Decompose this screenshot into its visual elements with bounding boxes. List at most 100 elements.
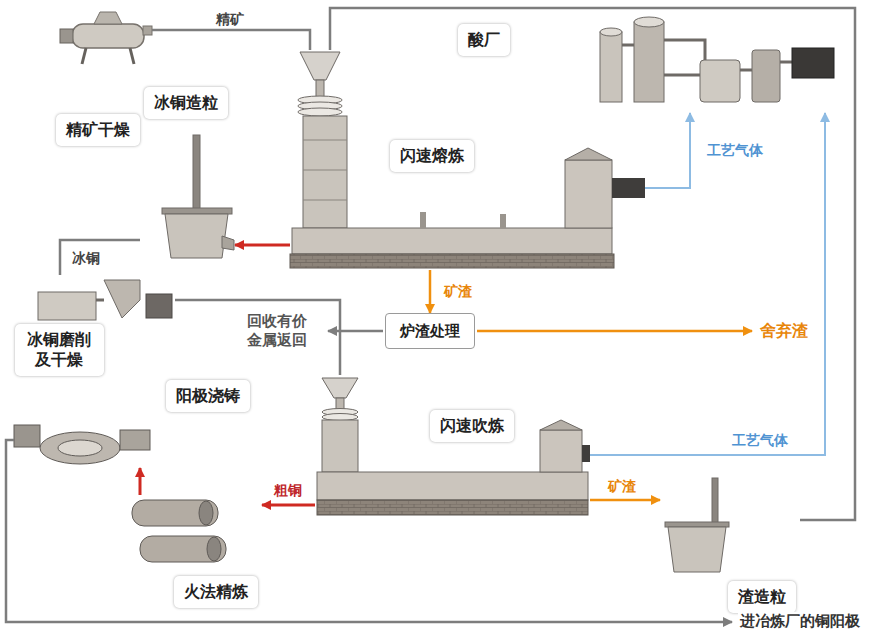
unit-label: 阳极浇铸 [166, 380, 250, 412]
flow-line [330, 8, 855, 520]
flow-label: 矿渣 [606, 478, 638, 495]
rotary-furnace [140, 536, 226, 562]
uptake-shaft [565, 160, 612, 228]
unit-label: 闪速熔炼 [390, 140, 474, 172]
dryer-illustration [60, 12, 152, 64]
flow-label: 工艺气体 [705, 142, 765, 159]
output-label: 进冶炼厂的铜阳极 [738, 612, 862, 631]
uptake-roof [565, 148, 612, 160]
flow-line [152, 30, 310, 50]
roof-vent [420, 212, 426, 228]
recovery-arrow [328, 330, 383, 333]
flow-label: 工艺气体 [730, 432, 790, 449]
unit-label: 炉渣处理 [394, 322, 466, 341]
dryer-outlet [143, 26, 152, 35]
distributor-disc [322, 414, 358, 421]
furnace-end [207, 537, 221, 561]
anode-casting-wheel [14, 425, 150, 464]
shaft-band [303, 140, 347, 200]
flow-line [590, 499, 660, 502]
flow-line [60, 240, 140, 275]
casting-wheel [40, 432, 120, 464]
flow-line [645, 113, 690, 188]
flow-label: 粗铜 [272, 482, 304, 499]
refining-furnaces [132, 500, 226, 562]
flow-line [139, 468, 142, 495]
dryer-motor [60, 29, 73, 43]
unit-label: 闪速吹炼 [430, 410, 514, 442]
granulator-rim [162, 208, 232, 214]
flash-smelting-furnace [290, 52, 645, 268]
grinding-mill [38, 292, 96, 320]
settler-base [317, 500, 588, 515]
dryer-unit: 精矿干燥 [50, 10, 152, 150]
settler-top [292, 228, 612, 254]
flow-label: 矿渣 [442, 283, 474, 300]
settler-base [290, 254, 614, 268]
reaction-shaft [303, 116, 347, 228]
dryer-leg [82, 48, 86, 64]
acid-tank [752, 50, 780, 102]
discard-slag-label: 舍弃渣 [758, 321, 810, 341]
granulator-pipe [712, 478, 718, 526]
dryer-drum [72, 24, 144, 48]
reaction-shaft [322, 420, 358, 472]
flow-label: 精矿 [214, 11, 246, 28]
acid-tank [700, 60, 740, 102]
granulator-launder [222, 236, 234, 250]
granulator-rim [665, 522, 729, 527]
acid-tower [600, 32, 622, 102]
cooling-tank [120, 430, 150, 450]
matte-granulator [162, 135, 234, 258]
rotary-furnace [132, 500, 218, 526]
grinding-unit: 冰铜磨削 及干燥 [15, 275, 175, 376]
unit-label: 火法精炼 [174, 576, 258, 608]
casting-machine [14, 425, 40, 447]
flow-line [175, 300, 340, 375]
dryer-leg [130, 48, 134, 64]
feed-pipe [316, 80, 324, 98]
acid-block [792, 48, 834, 78]
acid-plant-illustration [600, 17, 834, 102]
process-box: 炉渣处理 [385, 313, 475, 349]
distributor-disc [298, 108, 342, 116]
settler-top [317, 472, 588, 500]
casting-wheel-center [58, 440, 102, 456]
cyclone [104, 280, 140, 318]
flow-label: 冰铜 [70, 250, 102, 267]
dryer-feed-hopper [94, 12, 122, 24]
refining-unit: 火法精炼 [125, 495, 262, 612]
furnace-end [199, 501, 213, 525]
unit-label: 酸厂 [458, 24, 510, 56]
flow-line [429, 270, 432, 313]
unit-label: 冰铜磨削 及干燥 [15, 324, 104, 376]
feed-hopper [322, 378, 358, 398]
flash-converting-furnace [317, 378, 590, 515]
acid-tower-top [634, 17, 664, 27]
anode-output-line [6, 440, 732, 622]
discard-slag-arrow [477, 330, 752, 333]
matte-grinder [38, 280, 172, 320]
dryer-unit [146, 294, 172, 318]
flow-line [590, 113, 825, 455]
uptake-shaft [540, 430, 582, 472]
slag-granulation-unit: 渣造粒 [660, 470, 800, 615]
acid-plant-unit: 酸厂 [450, 18, 840, 113]
acid-tower [634, 22, 664, 102]
smelting-furnace-unit: 闪速熔炼 [290, 50, 645, 270]
recovery-note: 回收有价 金属返回 [243, 312, 312, 350]
connecting-pipe [96, 299, 104, 302]
flow-line [235, 244, 290, 247]
unit-label: 冰铜造粒 [144, 87, 228, 119]
unit-label: 精矿干燥 [56, 114, 140, 146]
gas-flue [582, 445, 590, 462]
uptake-roof [540, 420, 582, 430]
granulator-tank [668, 527, 726, 572]
feed-hopper [300, 52, 340, 80]
granulation-unit: 冰铜造粒 [140, 85, 235, 270]
flow-line [262, 504, 315, 507]
converting-furnace-unit: 闪速吹炼 [315, 375, 590, 520]
unit-label: 渣造粒 [728, 581, 796, 613]
granulator-stack [193, 135, 200, 210]
